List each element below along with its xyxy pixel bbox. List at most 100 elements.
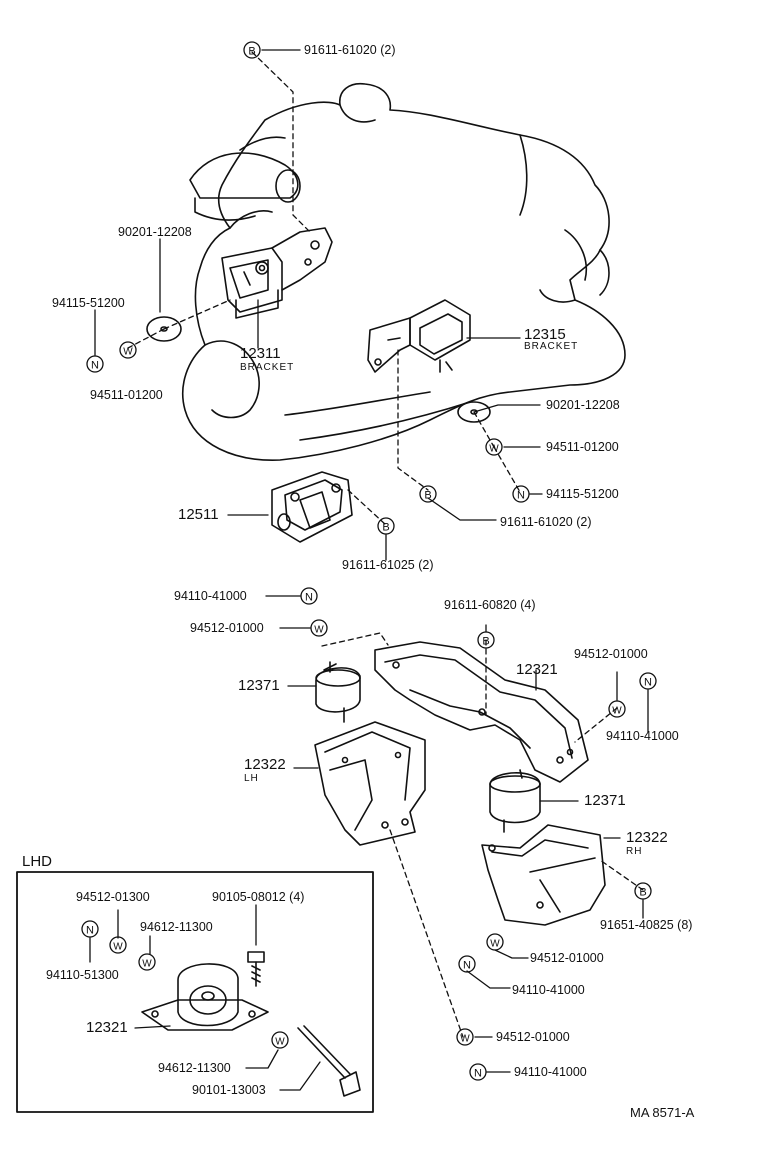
part-number: 12311 [240, 345, 281, 362]
part-label: 91651-40825 (8) [600, 918, 693, 932]
lhd-box [16, 871, 374, 1113]
svg-text:B: B [248, 46, 255, 58]
svg-text:N: N [86, 925, 94, 937]
part-label: 94512-01000 [496, 1030, 570, 1044]
svg-text:N: N [305, 592, 313, 604]
part-label: 94115-51200 [52, 296, 125, 310]
part-label: 94512-01000 [530, 951, 604, 965]
part-label: 94110-41000 [606, 729, 679, 743]
svg-text:B: B [424, 490, 431, 502]
svg-text:W: W [275, 1037, 285, 1048]
mount-12511 [271, 471, 353, 543]
lhd-bolt-90101 [297, 1025, 361, 1097]
part-label: 91611-61020 (2) [500, 515, 592, 529]
part-label: 91611-61020 (2) [304, 43, 396, 57]
insulator-12371-lower [489, 769, 541, 833]
b-symbol: B [477, 631, 495, 649]
crossmember-12321 [374, 641, 589, 783]
svg-text:W: W [612, 706, 622, 717]
part-caption: BRACKET [524, 341, 579, 352]
dashed-leaders [127, 51, 644, 1038]
svg-text:W: W [490, 939, 500, 950]
n-symbol: N [81, 920, 99, 938]
part-number: 12322 [626, 829, 668, 846]
washer-right [457, 401, 491, 423]
part-number: 12511 [178, 506, 219, 523]
svg-text:W: W [123, 347, 133, 358]
part-label: 91611-60820 (4) [444, 598, 536, 612]
part-label: 94110-51300 [46, 968, 119, 982]
w-symbol: W [486, 933, 504, 951]
w-symbol: W [271, 1031, 289, 1049]
svg-text:N: N [517, 490, 525, 502]
part-label: 90101-13003 [192, 1083, 266, 1097]
part-label: 94512-01000 [574, 647, 648, 661]
w-symbol: W [456, 1028, 474, 1046]
lhd-leader-lines [89, 904, 321, 1091]
engine-block-outline [181, 82, 626, 461]
part-caption: LH [244, 773, 259, 784]
svg-text:N: N [463, 960, 471, 972]
washer-left [146, 316, 182, 342]
symbol-markers: B N W W N B B N W B W N B W N W N N W W … [81, 41, 657, 1081]
n-symbol: N [639, 672, 657, 690]
bracket-12322-lh [314, 721, 426, 846]
svg-text:W: W [113, 942, 123, 953]
bracket-12322-rh [481, 824, 606, 926]
svg-text:N: N [644, 677, 652, 689]
n-symbol: N [512, 485, 530, 503]
insulator-12371-upper [315, 661, 361, 723]
diagram-code: MA 8571-A [630, 1105, 695, 1120]
svg-text:W: W [314, 625, 324, 636]
b-symbol: B [377, 517, 395, 535]
lhd-title: LHD [22, 853, 53, 870]
lhd-mount-12321 [141, 963, 269, 1031]
w-symbol: W [119, 341, 137, 359]
svg-text:N: N [91, 360, 99, 372]
part-label: 94512-01300 [76, 890, 150, 904]
svg-text:W: W [489, 444, 499, 455]
part-label: 94110-41000 [174, 589, 247, 603]
n-symbol: N [469, 1063, 487, 1081]
svg-text:W: W [142, 959, 152, 970]
part-label: 90201-12208 [118, 225, 192, 239]
part-number: 12315 [524, 326, 566, 343]
part-label: 94612-11300 [158, 1061, 231, 1075]
lhd-bolt-90105 [247, 951, 265, 987]
part-label: 94110-41000 [512, 983, 585, 997]
b-symbol: B [243, 41, 261, 59]
b-symbol: B [634, 882, 652, 900]
part-label: 94612-11300 [140, 920, 213, 934]
part-label: 94512-01000 [190, 621, 264, 635]
w-symbol: W [485, 438, 503, 456]
part-number: 12322 [244, 756, 286, 773]
n-symbol: N [300, 587, 318, 605]
bracket-12315 [367, 299, 471, 373]
leader-lines [94, 49, 649, 1073]
svg-text:B: B [639, 887, 646, 899]
svg-text:B: B [482, 636, 489, 648]
part-label: 91611-61025 (2) [342, 558, 434, 572]
part-label: 90201-12208 [546, 398, 620, 412]
svg-text:N: N [474, 1068, 482, 1080]
w-symbol: W [310, 619, 328, 637]
part-number: 12371 [238, 677, 280, 694]
part-label: 94511-01200 [90, 388, 163, 402]
part-number: 12321 [86, 1019, 128, 1036]
part-label: 90105-08012 (4) [212, 890, 305, 904]
svg-text:W: W [460, 1034, 470, 1045]
part-caption: BRACKET [240, 362, 295, 373]
n-symbol: N [86, 355, 104, 373]
part-label: 94511-01200 [546, 440, 619, 454]
w-symbol: W [138, 953, 156, 971]
part-caption: RH [626, 846, 643, 857]
part-label: 94110-41000 [514, 1065, 587, 1079]
svg-text:B: B [382, 522, 389, 534]
part-number: 12371 [584, 792, 626, 809]
n-symbol: N [458, 955, 476, 973]
b-symbol: B [419, 485, 437, 503]
w-symbol: W [109, 936, 127, 954]
bracket-12311 [221, 227, 333, 319]
w-symbol: W [608, 700, 626, 718]
